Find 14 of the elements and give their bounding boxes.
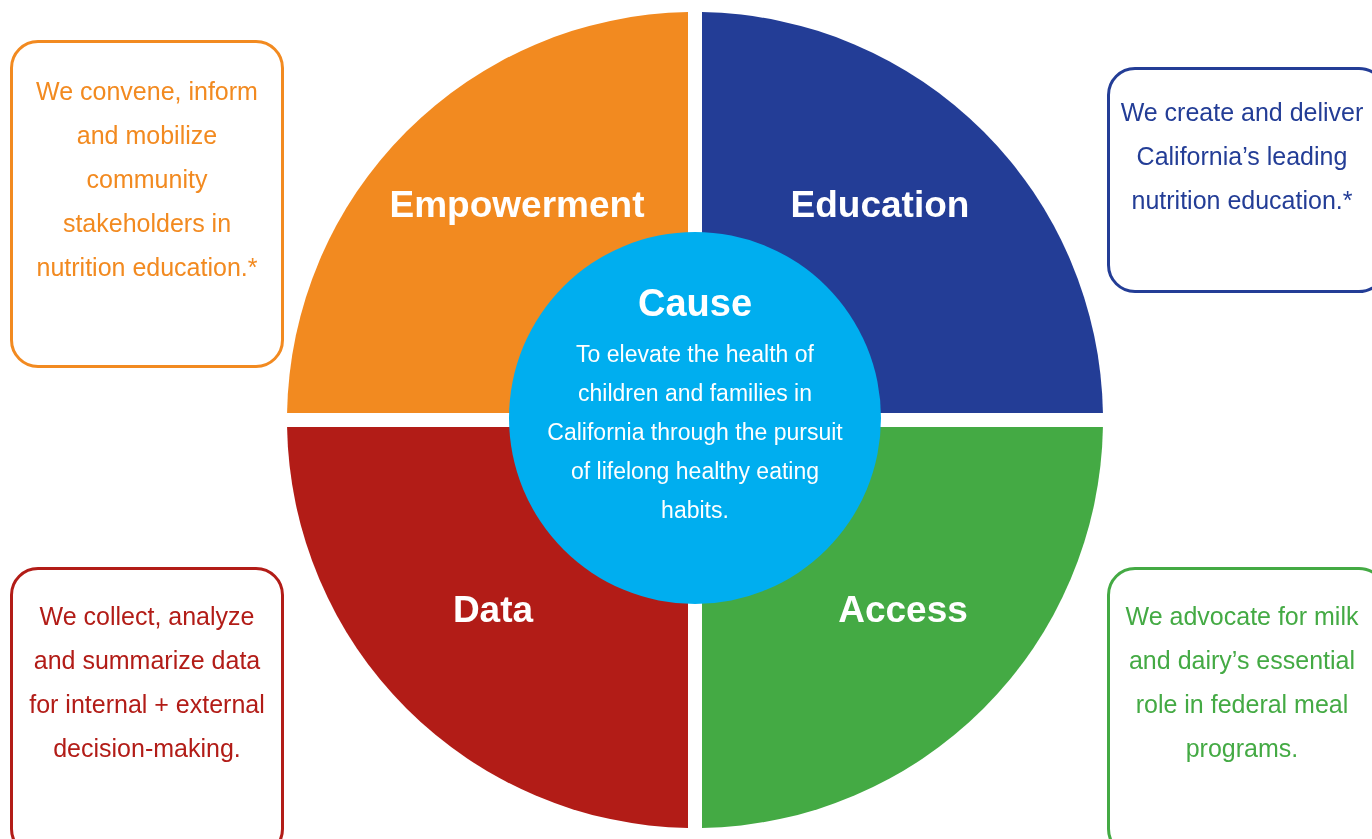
text-box	[1107, 567, 1372, 839]
circle-body-text: To elevate the health of children and families in California through the pursuit of lifelong healthy eating habits.	[546, 340, 844, 525]
quadrant-label: Empowerment	[389, 184, 645, 226]
description-text: We collect, analyze and summarize data for internal + external decision-making.	[28, 601, 266, 764]
text-box	[10, 567, 284, 839]
quadrant-label: Access	[838, 589, 968, 631]
text-box	[1107, 67, 1372, 293]
description-text: We convene, inform and mobilize community stakeholders in nutrition education.*	[35, 76, 259, 283]
circle-heading: Cause	[637, 282, 753, 325]
description-text: We advocate for milk and dairy’s essential role in federal meal programs.	[1124, 601, 1360, 764]
quadrant-label: Education	[790, 184, 970, 226]
text-box	[10, 40, 284, 368]
description-text: We create and deliver California’s leading nutrition education.*	[1119, 97, 1365, 216]
quadrant-label: Data	[452, 589, 534, 631]
